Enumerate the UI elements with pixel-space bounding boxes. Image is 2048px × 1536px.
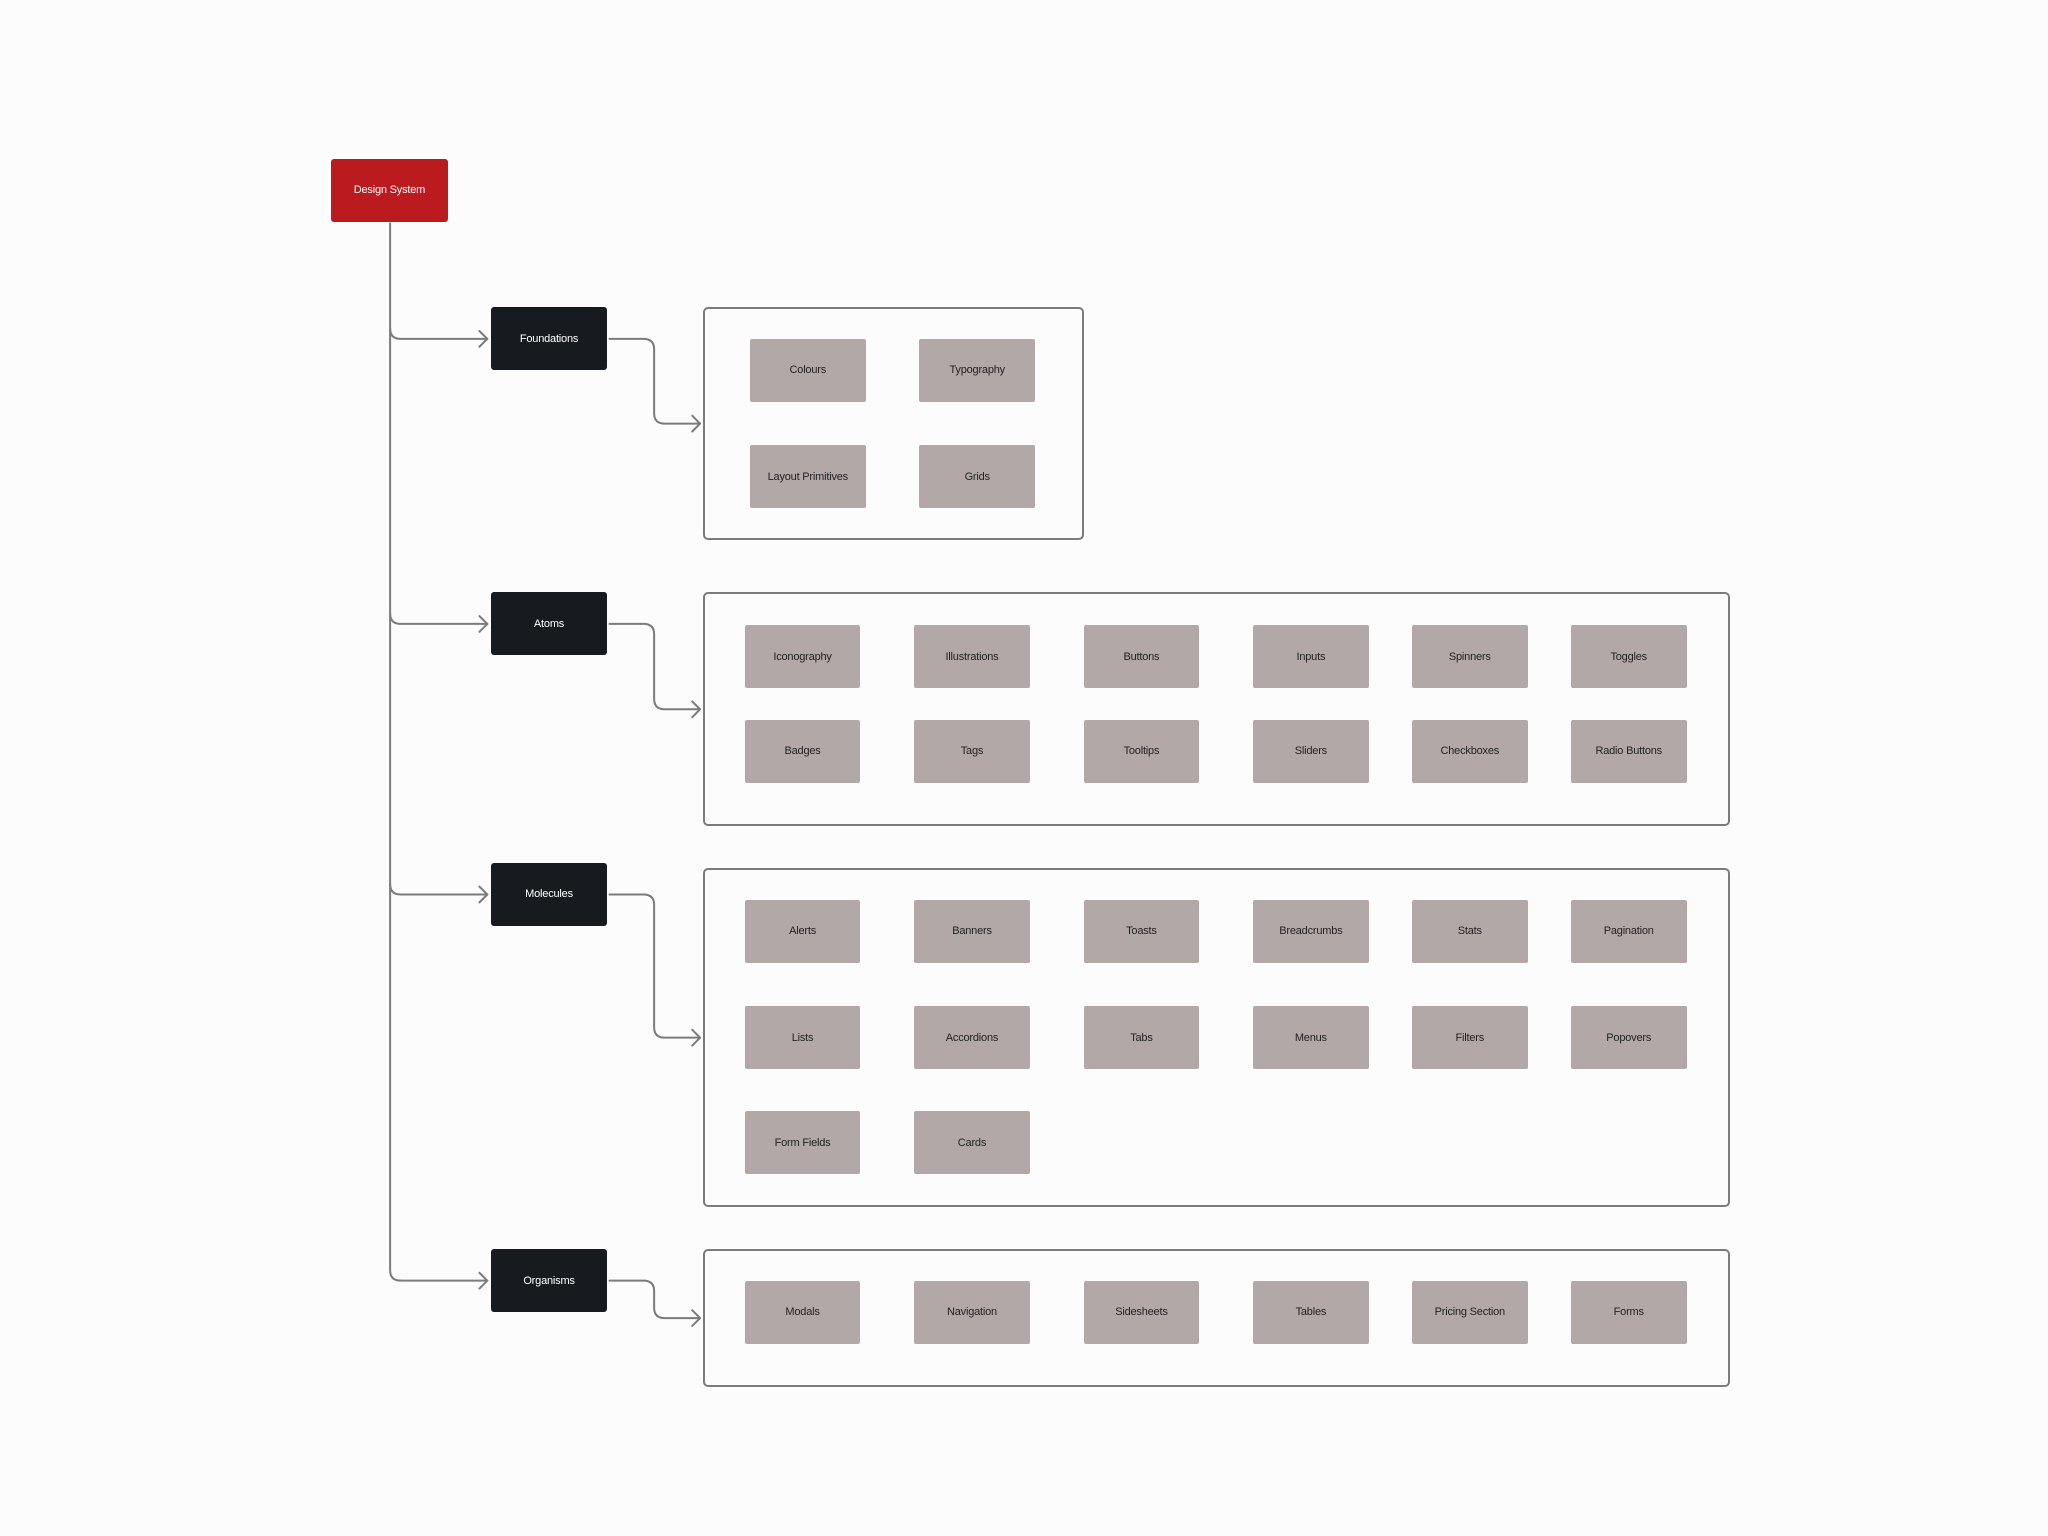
component-node-badges[interactable]: Badges <box>744 719 861 783</box>
component-node-typography[interactable]: Typography <box>919 338 1036 402</box>
arrow-molecules <box>478 885 489 904</box>
component-node-cards[interactable]: Cards <box>914 1111 1030 1175</box>
component-node-sliders[interactable]: Sliders <box>1253 719 1369 783</box>
arrow-organisms <box>478 1271 489 1290</box>
group-connector-foundations <box>608 337 702 425</box>
branch-line-atoms <box>389 612 489 625</box>
component-node-alerts[interactable]: Alerts <box>744 899 861 963</box>
component-node-menus[interactable]: Menus <box>1253 1006 1369 1070</box>
component-node-forms[interactable]: Forms <box>1570 1280 1687 1344</box>
component-node-toggles[interactable]: Toggles <box>1570 625 1687 689</box>
component-node-spinners[interactable]: Spinners <box>1412 625 1528 689</box>
group-connector-molecules <box>608 893 702 1039</box>
component-node-sidesheets[interactable]: Sidesheets <box>1083 1280 1200 1344</box>
component-node-radio-buttons[interactable]: Radio Buttons <box>1570 719 1687 783</box>
component-node-tables[interactable]: Tables <box>1253 1280 1369 1344</box>
component-node-layout-primitives[interactable]: Layout Primitives <box>750 445 866 509</box>
group-arrow-organisms <box>691 1309 702 1327</box>
group-box-foundations <box>702 307 1084 540</box>
component-node-banners[interactable]: Banners <box>914 899 1030 963</box>
category-node-atoms[interactable]: Atoms <box>491 592 607 656</box>
component-node-tabs[interactable]: Tabs <box>1083 1006 1200 1070</box>
group-arrow-foundations <box>691 414 702 433</box>
group-connector-organisms <box>608 1279 702 1320</box>
component-node-illustrations[interactable]: Illustrations <box>914 625 1030 689</box>
component-node-grids[interactable]: Grids <box>919 445 1036 509</box>
category-node-molecules[interactable]: Molecules <box>491 862 607 927</box>
branch-line-foundations <box>389 327 489 340</box>
component-node-form-fields[interactable]: Form Fields <box>744 1111 861 1175</box>
component-node-stats[interactable]: Stats <box>1412 899 1528 963</box>
category-node-organisms[interactable]: Organisms <box>491 1249 607 1313</box>
component-node-filters[interactable]: Filters <box>1412 1006 1528 1070</box>
component-node-breadcrumbs[interactable]: Breadcrumbs <box>1253 899 1369 963</box>
component-node-popovers[interactable]: Popovers <box>1570 1006 1687 1070</box>
trunk-line <box>389 222 402 1282</box>
group-box-molecules <box>702 868 1730 1208</box>
component-node-tooltips[interactable]: Tooltips <box>1083 719 1200 783</box>
design-system-root-node[interactable]: Design System <box>331 158 448 222</box>
component-node-colours[interactable]: Colours <box>750 338 866 402</box>
component-node-pricing-section[interactable]: Pricing Section <box>1412 1280 1528 1344</box>
group-arrow-atoms <box>691 700 702 719</box>
component-node-toasts[interactable]: Toasts <box>1083 899 1200 963</box>
component-node-accordions[interactable]: Accordions <box>914 1006 1030 1070</box>
component-node-pagination[interactable]: Pagination <box>1570 899 1687 963</box>
component-node-checkboxes[interactable]: Checkboxes <box>1412 719 1528 783</box>
component-node-lists[interactable]: Lists <box>744 1006 861 1070</box>
component-node-tags[interactable]: Tags <box>914 719 1030 783</box>
arrow-foundations <box>478 330 489 348</box>
component-node-iconography[interactable]: Iconography <box>744 625 861 689</box>
group-box-atoms <box>702 592 1730 827</box>
component-node-buttons[interactable]: Buttons <box>1083 625 1200 689</box>
component-node-navigation[interactable]: Navigation <box>914 1280 1030 1344</box>
group-arrow-molecules <box>691 1028 702 1047</box>
branch-line-molecules <box>389 882 489 896</box>
component-node-modals[interactable]: Modals <box>744 1280 861 1344</box>
group-box-organisms <box>702 1249 1730 1388</box>
category-node-foundations[interactable]: Foundations <box>491 307 607 371</box>
arrow-atoms <box>478 615 489 633</box>
group-connector-atoms <box>608 622 702 711</box>
component-node-inputs[interactable]: Inputs <box>1253 625 1369 689</box>
